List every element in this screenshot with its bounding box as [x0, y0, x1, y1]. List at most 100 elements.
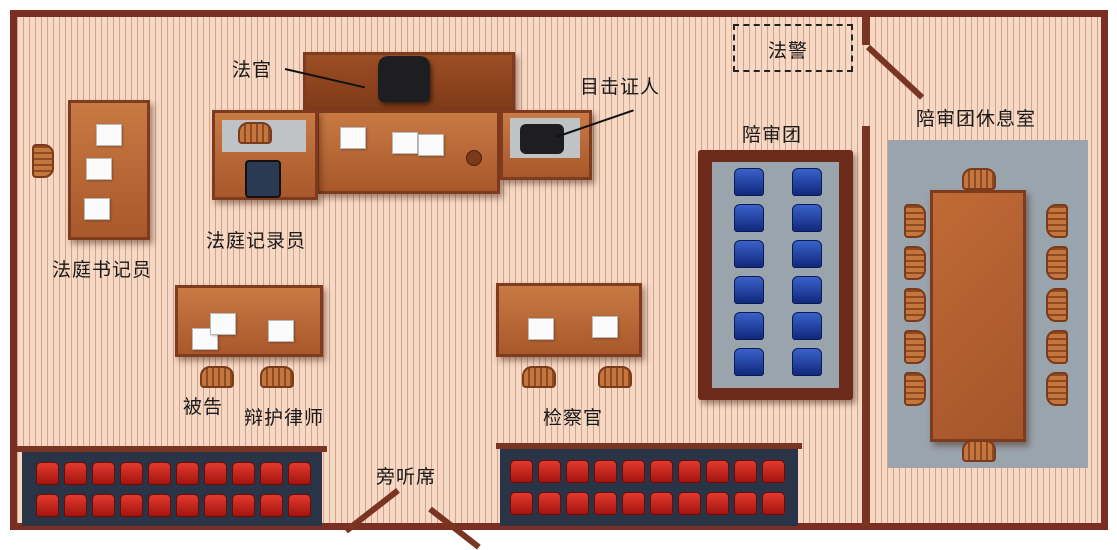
gallery-seat — [510, 460, 533, 483]
judge-chair — [378, 56, 430, 102]
jury-seat — [734, 168, 764, 196]
gallery-seat — [92, 494, 115, 517]
paper — [340, 127, 366, 149]
gallery-seat — [622, 492, 645, 515]
gallery-seat — [204, 494, 227, 517]
gavel-icon — [466, 150, 482, 166]
jury-room-chair — [1046, 330, 1068, 364]
defense-lawyer-chair — [260, 366, 294, 388]
gallery-seat — [762, 492, 785, 515]
prosecutor-chair — [522, 366, 556, 388]
gallery-seat — [148, 494, 171, 517]
label-witness: 目击证人 — [580, 76, 661, 98]
jury-room-chair — [962, 168, 996, 190]
gallery-seat — [594, 492, 617, 515]
gallery-seat — [538, 492, 561, 515]
label-jury: 陪审团 — [742, 124, 803, 146]
gallery-seat — [566, 460, 589, 483]
jury-room-chair — [1046, 288, 1068, 322]
jury-room-chair — [1046, 246, 1068, 280]
jury-seat — [792, 348, 822, 376]
jury-seat — [734, 240, 764, 268]
gallery-seat — [260, 494, 283, 517]
gallery-seat — [120, 494, 143, 517]
gallery-seat — [64, 462, 87, 485]
gallery-seat — [650, 460, 673, 483]
gallery-seat — [650, 492, 673, 515]
prosecutor-chair — [598, 366, 632, 388]
label-judge: 法官 — [232, 59, 273, 81]
defendant-chair — [200, 366, 234, 388]
gallery-seat — [678, 460, 701, 483]
jury-seat — [734, 204, 764, 232]
jury-seat — [792, 312, 822, 340]
gallery-seat — [260, 462, 283, 485]
stenotype-icon — [245, 160, 281, 198]
label-prosecutor: 检察官 — [543, 407, 604, 429]
gallery-seat — [734, 492, 757, 515]
paper — [528, 318, 554, 340]
gallery-seat — [706, 492, 729, 515]
jury-room-chair — [904, 330, 926, 364]
jury-room-chair — [1046, 204, 1068, 238]
jury-seat — [734, 348, 764, 376]
jury-seat — [792, 204, 822, 232]
label-defendant: 被告 — [183, 396, 224, 418]
paper — [268, 320, 294, 342]
prosecutor-table — [496, 283, 642, 357]
jury-seat — [734, 312, 764, 340]
label-jury-room: 陪审团休息室 — [916, 108, 1037, 130]
recorder-chair — [238, 122, 272, 144]
gallery-seat — [594, 460, 617, 483]
gallery-seat — [510, 492, 533, 515]
gallery-rail-left — [17, 446, 327, 452]
paper — [418, 134, 444, 156]
jury-room-table — [930, 190, 1026, 442]
label-defense-lawyer: 辩护律师 — [244, 407, 325, 429]
jury-seat — [734, 276, 764, 304]
paper — [96, 124, 122, 146]
gallery-seat — [734, 460, 757, 483]
label-gallery: 旁听席 — [376, 466, 437, 488]
gallery-seat — [288, 494, 311, 517]
paper — [86, 158, 112, 180]
paper — [592, 316, 618, 338]
gallery-seat — [678, 492, 701, 515]
label-court-clerk: 法庭书记员 — [52, 259, 153, 281]
jury-seat — [792, 276, 822, 304]
witness-chair — [520, 124, 564, 154]
gallery-seat — [706, 460, 729, 483]
gallery-seat — [36, 494, 59, 517]
gallery-seat — [36, 462, 59, 485]
paper — [210, 313, 236, 335]
jury-seat — [792, 168, 822, 196]
jury-room-wall — [862, 126, 870, 526]
gallery-seat — [232, 462, 255, 485]
gallery-seat — [176, 494, 199, 517]
gallery-rail-right — [496, 443, 802, 449]
gallery-seat — [566, 492, 589, 515]
gallery-seat — [538, 460, 561, 483]
jury-room-chair — [904, 372, 926, 406]
paper — [392, 132, 418, 154]
label-court-recorder: 法庭记录员 — [206, 230, 307, 252]
gallery-seat — [204, 462, 227, 485]
jury-room-wall-top — [862, 17, 870, 45]
jury-seat — [792, 240, 822, 268]
clerk-chair — [32, 144, 54, 178]
gallery-seat — [762, 460, 785, 483]
gallery-seat — [120, 462, 143, 485]
gallery-seat — [92, 462, 115, 485]
label-bailiff: 法警 — [768, 40, 809, 62]
jury-room-chair — [962, 440, 996, 462]
gallery-seat — [176, 462, 199, 485]
jury-room-chair — [904, 288, 926, 322]
gallery-seat — [148, 462, 171, 485]
gallery-seat — [622, 460, 645, 483]
gallery-seat — [64, 494, 87, 517]
jury-room-chair — [1046, 372, 1068, 406]
paper — [84, 198, 110, 220]
gallery-seat — [232, 494, 255, 517]
jury-room-chair — [904, 204, 926, 238]
gallery-seat — [288, 462, 311, 485]
